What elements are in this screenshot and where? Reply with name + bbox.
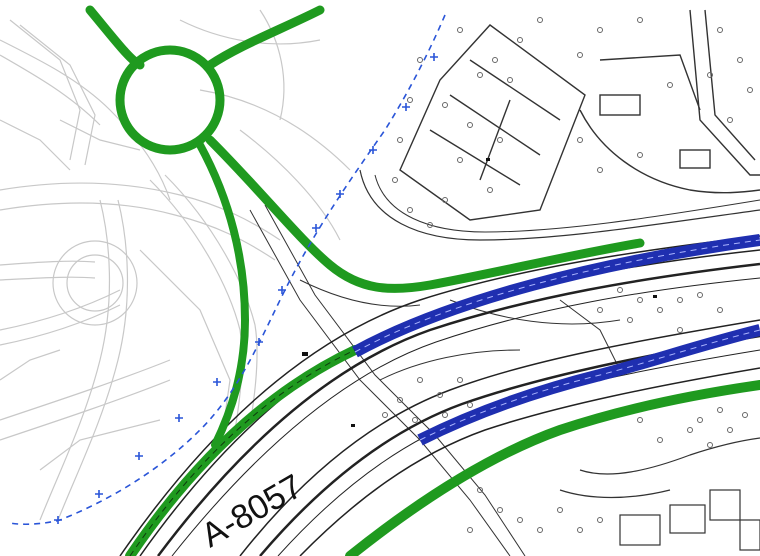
small-markers [302, 158, 657, 427]
lower-right-buildings [559, 437, 760, 551]
tree-symbols [382, 17, 753, 533]
existing-road-network [0, 9, 351, 521]
proposed-green-alignments [85, 5, 760, 556]
highway-lane-markings [129, 239, 760, 556]
existing-dark-lines [249, 204, 621, 556]
building-block [359, 9, 760, 241]
dashed-boundary-line [9, 14, 446, 526]
green-roundabout [115, 45, 225, 155]
